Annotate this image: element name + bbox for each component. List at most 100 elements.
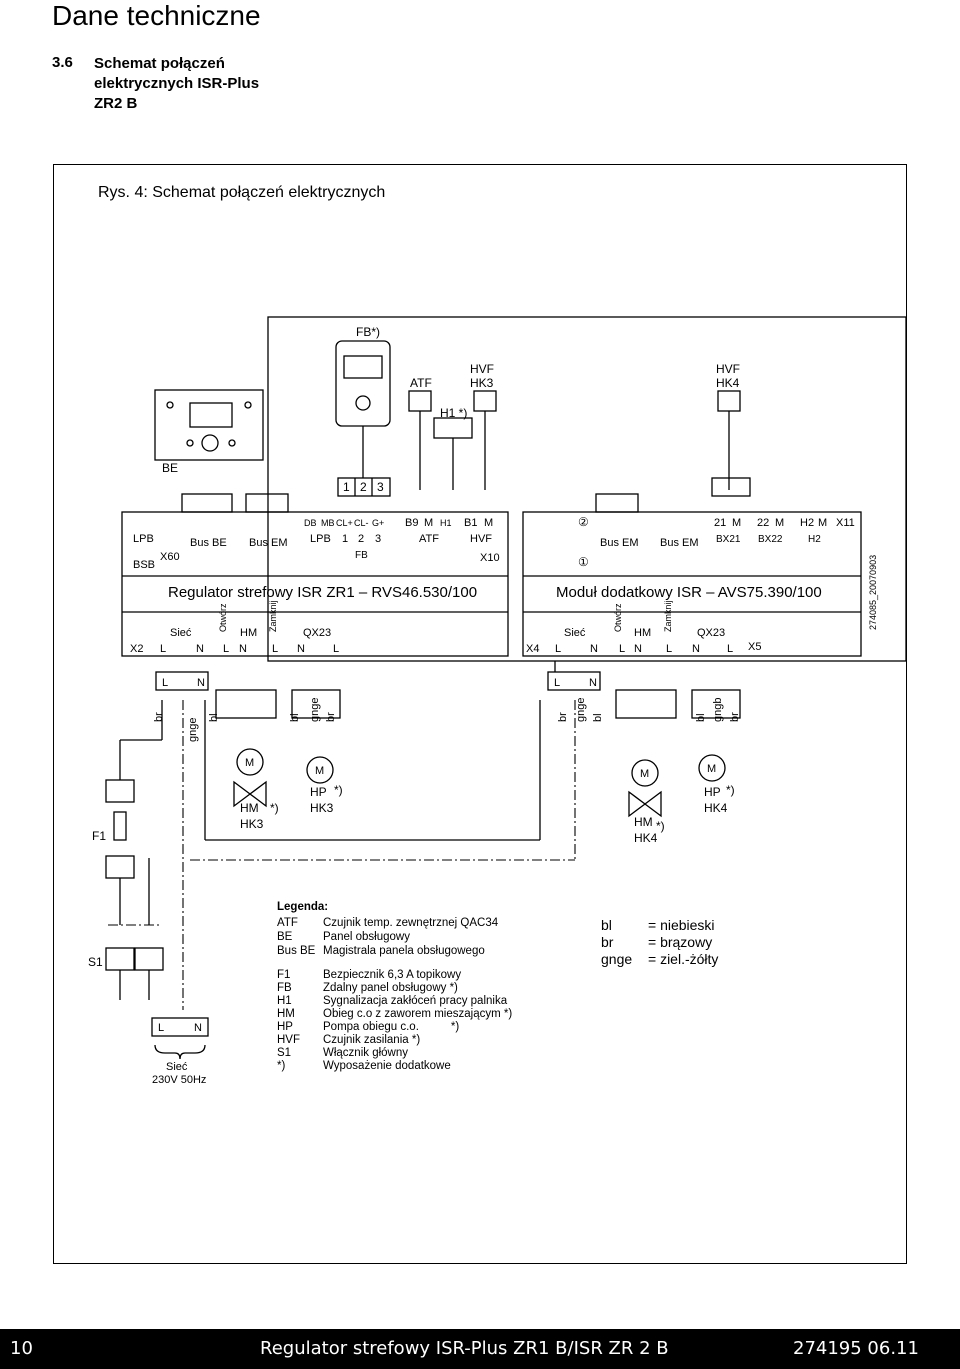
- term-N7: N: [692, 643, 700, 655]
- color-code: bl: [601, 917, 612, 933]
- page-footer: 10 Regulator strefowy ISR-Plus ZR1 B/ISR…: [0, 1329, 960, 1369]
- legend-code: FB: [277, 982, 292, 994]
- term-L2: L: [223, 643, 229, 655]
- hp-hk4-pump: [698, 754, 726, 782]
- label-h1: H1 *): [440, 406, 467, 420]
- term-L3: L: [272, 643, 278, 655]
- label-siec2: Sieć: [564, 627, 586, 639]
- section-title-line: Schemat połączeń: [94, 55, 225, 72]
- label-c1: ①: [578, 555, 589, 569]
- legend-desc: Obieg c.o z zaworem mieszającym *): [323, 1008, 512, 1020]
- h1-relay: [433, 417, 473, 439]
- terminal-2: 2: [360, 480, 367, 494]
- mains-N: N: [194, 1022, 202, 1034]
- controller-box: [121, 511, 509, 657]
- label-zamknij2: Zamknij: [663, 600, 673, 632]
- legend-desc: Bezpiecznik 6,3 A topikowy: [323, 969, 461, 981]
- legend-desc: Czujnik temp. zewnętrznej QAC34: [323, 917, 499, 929]
- figure-frame: [53, 164, 907, 1264]
- legend-code: HP: [277, 1021, 293, 1033]
- wire-bl: bl: [208, 713, 220, 722]
- hvf-hk4-sensor: [717, 390, 741, 412]
- label-hk3-c: HK3: [310, 801, 334, 815]
- term-L7: L: [666, 643, 672, 655]
- wire-gnge: gnge: [187, 718, 199, 742]
- legend-group2: F1 Bezpiecznik 6,3 A topikowy FB Zdalny …: [277, 969, 512, 1072]
- page-title: Dane techniczne: [52, 0, 261, 31]
- label-hk4-b: HK4: [634, 831, 658, 845]
- term-L6: L: [619, 643, 625, 655]
- label-hvf: HVF: [470, 362, 494, 376]
- legend-code: F1: [277, 969, 290, 981]
- label-x11: X11: [836, 517, 855, 529]
- label-x2: X2: [130, 643, 143, 655]
- motor-m1: M: [245, 757, 254, 769]
- wire-br: br: [153, 712, 165, 722]
- color-desc: = ziel.-żółty: [648, 951, 718, 967]
- mains-spec: 230V 50Hz: [152, 1074, 206, 1086]
- term-L4: L: [333, 643, 339, 655]
- diagram-code: 274085_20070903: [868, 555, 878, 630]
- motor-m2: M: [315, 765, 324, 777]
- legend-code: HVF: [277, 1034, 300, 1046]
- hp-hk3-pump: [306, 756, 334, 784]
- term-N5: N: [590, 643, 598, 655]
- term-N6: N: [634, 643, 642, 655]
- module-title: Moduł dodatkowy ISR – AVS75.390/100: [556, 584, 822, 601]
- star-4: *): [726, 783, 735, 797]
- label-m3: M: [732, 517, 741, 529]
- label-db: DB: [304, 518, 317, 528]
- label-bus-be: Bus BE: [190, 537, 227, 549]
- color-code: gnge: [601, 951, 632, 967]
- label-x60: X60: [160, 551, 180, 563]
- label-hvf-hk4: HVF: [716, 362, 740, 376]
- terminal-3: 3: [377, 480, 384, 494]
- atf-sensor: [408, 390, 432, 412]
- label-clm: CL-: [354, 518, 369, 528]
- term-L-low2: L: [554, 677, 560, 689]
- label-m5: M: [818, 517, 827, 529]
- label-bsb: BSB: [133, 559, 155, 571]
- label-bus-em: Bus EM: [249, 537, 288, 549]
- label-x10: X10: [480, 552, 500, 564]
- legend-desc: Pompa obiegu c.o. *): [323, 1021, 459, 1033]
- document-number: 274195 06.11: [793, 1338, 919, 1359]
- footer-title: Regulator strefowy ISR-Plus ZR1 B/ISR ZR…: [260, 1338, 669, 1359]
- wire-bl4: bl: [695, 713, 707, 722]
- label-hp-hk4: HP: [704, 785, 721, 799]
- legend-code: BE: [277, 931, 293, 943]
- label-fb: FB*): [356, 325, 380, 339]
- wire-bl3: bl: [592, 713, 604, 722]
- label-hk3: HK3: [470, 376, 494, 390]
- wire-br2: br: [325, 712, 337, 722]
- section-title-line: elektrycznych ISR-Plus: [94, 75, 260, 92]
- module-box: [522, 511, 862, 657]
- label-gp: G+: [372, 518, 384, 528]
- label-hk3-b: HK3: [240, 817, 264, 831]
- label-bx22: BX22: [758, 534, 783, 545]
- x2-lower-terminal: [155, 671, 209, 691]
- legend-code: Bus BE: [277, 945, 316, 957]
- label-qx23: QX23: [303, 627, 331, 639]
- legend-desc: Zdalny panel obsługowy *): [323, 982, 458, 994]
- legend-desc: Wyposażenie dodatkowe: [323, 1060, 451, 1072]
- legend-code: ATF: [277, 917, 298, 929]
- legend-colors: bl = niebieski br = brązowy gnge = ziel.…: [601, 917, 718, 967]
- wire-br3: br: [557, 712, 569, 722]
- fb-terminal-123: [337, 477, 391, 497]
- hm-hk4-motor: [631, 759, 659, 787]
- legend-desc: Magistrala panela obsługowego: [323, 945, 485, 957]
- terminal-3b: 3: [375, 533, 381, 545]
- label-lpb: LPB: [133, 533, 154, 545]
- legend-code: HM: [277, 1008, 295, 1020]
- color-desc: = brązowy: [648, 934, 712, 950]
- label-hm: HM: [240, 627, 257, 639]
- wiring-diagram: FB*) BE ATF HVF HK3 HVF HK4 H1 *) 1 2 3 …: [88, 316, 907, 1086]
- figure-caption: Rys. 4: Schemat połączeń elektrycznych: [98, 184, 386, 201]
- controller-title: Regulator strefowy ISR ZR1 – RVS46.530/1…: [168, 584, 477, 601]
- label-siec: Sieć: [170, 627, 192, 639]
- hvf-hk3-sensor: [473, 390, 497, 412]
- label-hk4: HK4: [716, 376, 740, 390]
- legend-desc: Sygnalizacja zakłóceń pracy palnika: [323, 995, 508, 1007]
- label-h2: H2: [800, 517, 814, 529]
